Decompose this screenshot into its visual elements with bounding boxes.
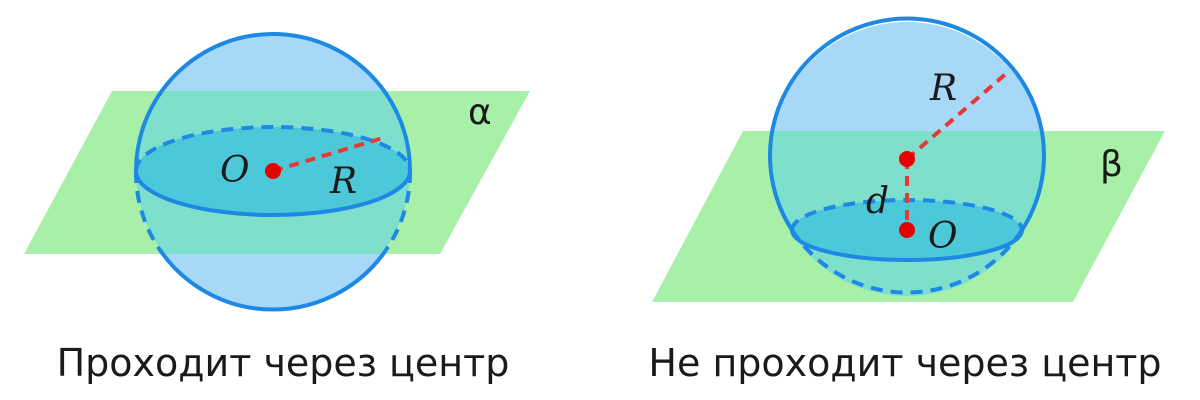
left-section-back-edge bbox=[134, 125, 412, 172]
left-radius bbox=[272, 135, 387, 173]
left-sphere-outline-lower bbox=[158, 248, 388, 312]
left-caption: Проходит через центр bbox=[57, 341, 510, 385]
right-radius bbox=[905, 70, 1010, 161]
right-section-center-point bbox=[899, 222, 915, 238]
right-section-front-edge bbox=[790, 229, 1024, 262]
right-center-label: O bbox=[928, 216, 958, 257]
right-radius-label: R bbox=[929, 68, 957, 109]
left-sphere-outline-lower-hidden-right bbox=[384, 170, 413, 252]
left-radius-label: R bbox=[329, 161, 357, 202]
right-caption: Не проходит через центр bbox=[648, 341, 1161, 385]
left-figure: O R α Проходит через центр bbox=[24, 32, 530, 385]
right-figure: R d O β Не проходит через центр bbox=[648, 16, 1165, 385]
left-center-label: O bbox=[220, 150, 250, 191]
left-sphere-outline-upper bbox=[134, 32, 412, 172]
plane-alpha-label: α bbox=[468, 92, 492, 133]
left-center-point bbox=[265, 163, 281, 179]
right-sphere-center-point bbox=[899, 151, 915, 167]
plane-beta-label: β bbox=[1100, 144, 1123, 185]
left-sphere-outline-lower-hidden bbox=[133, 170, 162, 252]
right-distance-label: d bbox=[866, 181, 889, 222]
left-section-front-edge bbox=[134, 170, 412, 217]
right-sphere-outline-upper bbox=[768, 16, 1046, 232]
